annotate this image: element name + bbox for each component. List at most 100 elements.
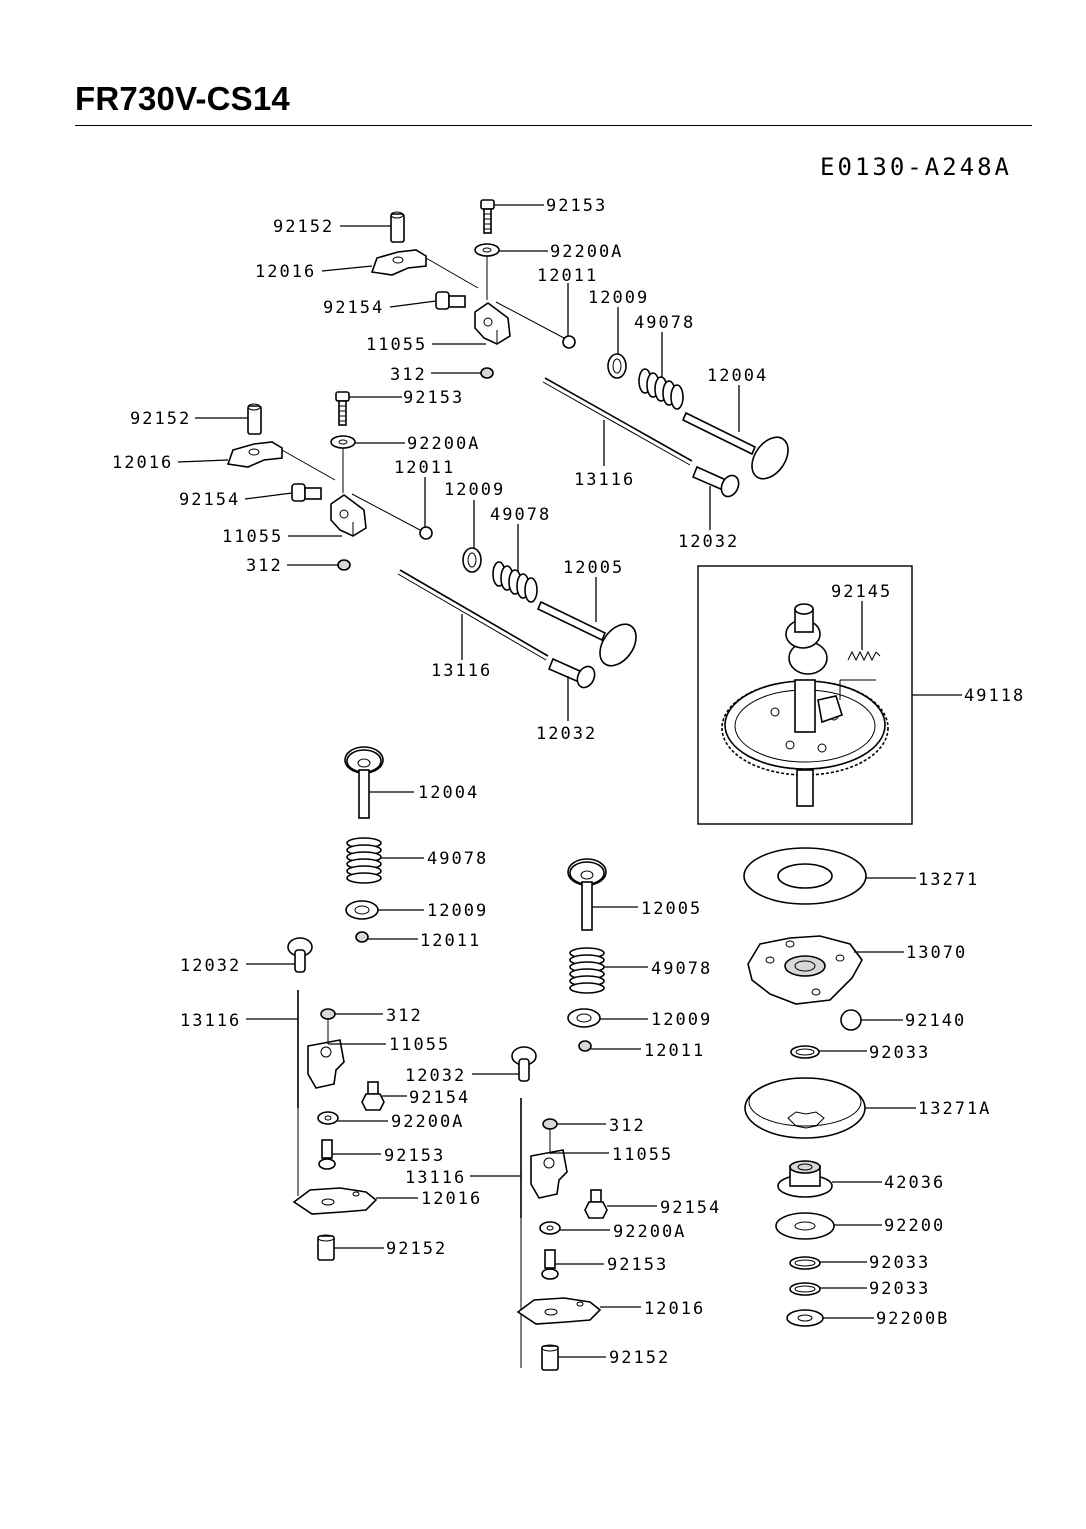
label-11055: 11055 <box>389 1035 450 1055</box>
label-92152: 92152 <box>609 1348 670 1368</box>
valve-12004-upper <box>681 411 789 480</box>
label-92152: 92152 <box>273 217 334 237</box>
tappet-12032-upper <box>691 465 740 498</box>
tappet-12032-lower <box>547 657 596 689</box>
pivot-92152-exploded-c <box>317 1234 335 1261</box>
ring-92033-bottom <box>789 1282 821 1296</box>
rocker-arm-12016-exploded-d <box>516 1297 602 1325</box>
label-92152: 92152 <box>130 409 191 429</box>
label-11055: 11055 <box>612 1145 673 1165</box>
label-92200a: 92200A <box>550 242 623 262</box>
label-12032: 12032 <box>180 956 241 976</box>
label-92200a: 92200A <box>613 1222 686 1242</box>
label-312: 312 <box>609 1116 646 1136</box>
stud-92154-upper <box>435 291 466 310</box>
label-49078: 49078 <box>651 959 712 979</box>
camshaft-lobes <box>785 603 843 807</box>
label-312: 312 <box>386 1006 423 1026</box>
label-12004: 12004 <box>707 366 768 386</box>
label-92152: 92152 <box>386 1239 447 1259</box>
spring-49078-lower <box>492 561 538 603</box>
nut-12011-exploded-c <box>355 931 369 943</box>
label-92154: 92154 <box>660 1198 721 1218</box>
title-divider <box>75 125 1032 126</box>
pushrod-13116-lower <box>399 569 549 657</box>
drawing-code: E0130-A248A <box>820 153 1012 181</box>
pushrod-guide-11055-lower <box>330 494 367 537</box>
label-12009: 12009 <box>427 901 488 921</box>
label-92140: 92140 <box>905 1011 966 1031</box>
nut-312-lower <box>337 559 351 571</box>
label-13116: 13116 <box>180 1011 241 1031</box>
pushrod-guide-11055-exploded-c <box>307 1018 345 1089</box>
label-13116: 13116 <box>574 470 635 490</box>
label-12009: 12009 <box>444 480 505 500</box>
label-11055: 11055 <box>222 527 283 547</box>
label-12011: 12011 <box>394 458 455 478</box>
label-92154: 92154 <box>409 1088 470 1108</box>
spring-49078-upper <box>638 368 684 410</box>
label-13271: 13271 <box>918 870 979 890</box>
spring-49078-exploded-d <box>569 947 605 994</box>
page-title: FR730V-CS14 <box>75 80 290 117</box>
nut-312-exploded-c <box>320 1008 336 1020</box>
rocker-arm-12016-lower <box>226 403 283 468</box>
spring-49078-exploded-c <box>346 837 382 884</box>
label-12032: 12032 <box>678 532 739 552</box>
pushrod-guide-11055-exploded-d <box>530 1128 568 1199</box>
tappet-12032-exploded-d <box>511 1046 537 1082</box>
label-92033: 92033 <box>869 1043 930 1063</box>
label-12009: 12009 <box>651 1010 712 1030</box>
label-12032: 12032 <box>536 724 597 744</box>
stud-92154-lower <box>291 483 322 502</box>
label-13070: 13070 <box>906 943 967 963</box>
valve-12004-exploded <box>344 746 384 819</box>
label-12032: 12032 <box>405 1066 466 1086</box>
label-92200: 92200 <box>884 1216 945 1236</box>
label-92153: 92153 <box>403 388 464 408</box>
valve-train-column-left <box>287 746 385 1261</box>
valve-train-column-right <box>511 858 608 1371</box>
leader-lines <box>177 204 962 1358</box>
washer-92200b <box>786 1309 824 1327</box>
valve-12005-lower <box>536 600 637 667</box>
valve-12005-exploded <box>567 858 607 931</box>
nut-312-exploded-d <box>542 1118 558 1130</box>
label-13116: 13116 <box>431 661 492 681</box>
label-13271a: 13271A <box>918 1099 991 1119</box>
rocker-arm-12016-exploded-c <box>292 1187 378 1215</box>
seal-12009-exploded-d <box>567 1008 601 1028</box>
ring-92033-top <box>790 1045 820 1059</box>
label-49078: 49078 <box>490 505 551 525</box>
label-49078: 49078 <box>634 313 695 333</box>
label-92153: 92153 <box>546 196 607 216</box>
label-312: 312 <box>390 365 427 385</box>
label-49078: 49078 <box>427 849 488 869</box>
bolt-92153-exploded-c <box>318 1139 336 1170</box>
label-13116: 13116 <box>405 1168 466 1188</box>
label-92200a: 92200A <box>407 434 480 454</box>
label-92200a: 92200A <box>391 1112 464 1132</box>
washer-92200a-exploded-d <box>539 1221 561 1235</box>
washer-92200a-lower <box>330 435 356 449</box>
nut-312-upper <box>480 367 494 379</box>
washer-92200a-upper <box>474 243 500 257</box>
seal-12009-exploded-c <box>345 900 379 920</box>
label-92145: 92145 <box>831 582 892 602</box>
label-12011: 12011 <box>420 931 481 951</box>
label-12016: 12016 <box>112 453 173 473</box>
label-92153: 92153 <box>384 1146 445 1166</box>
ball-92140 <box>840 1009 862 1031</box>
label-12011: 12011 <box>644 1041 705 1061</box>
stud-92154-exploded-c <box>361 1081 385 1111</box>
label-12011: 12011 <box>537 266 598 286</box>
pushrod-guide-11055-upper <box>474 302 511 345</box>
washer-92200 <box>775 1212 835 1240</box>
rocker-assembly-lower <box>226 391 637 689</box>
part-labels: 92153 92200A 12011 12009 49078 12004 131… <box>112 196 1023 1368</box>
pushrod-13116-upper <box>544 377 693 462</box>
camshaft-assembly-box <box>697 565 913 825</box>
label-12004: 12004 <box>418 783 479 803</box>
bolt-92153-upper <box>480 199 495 234</box>
